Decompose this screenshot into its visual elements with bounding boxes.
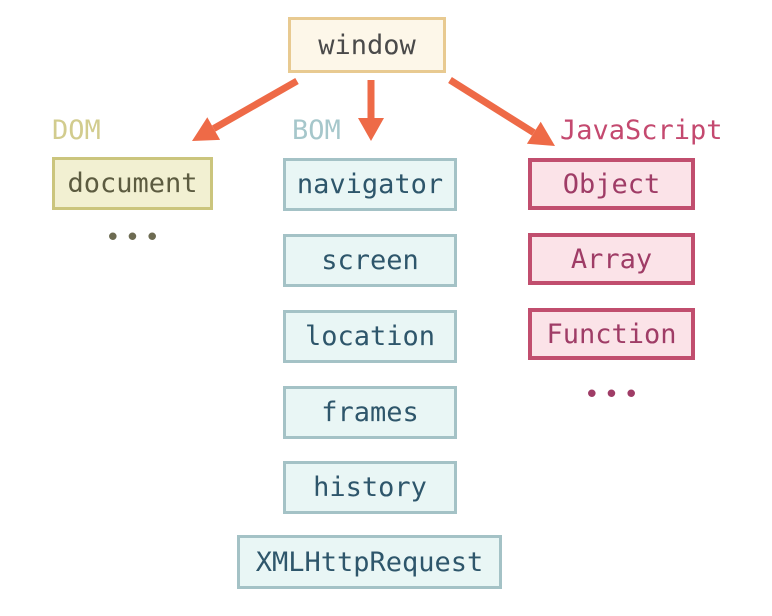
arrow-window-to-javascript bbox=[448, 77, 555, 146]
object-node: Object bbox=[528, 158, 695, 210]
document-node: document bbox=[52, 157, 213, 210]
history-node: history bbox=[283, 461, 457, 514]
arrow-window-to-dom bbox=[192, 77, 299, 141]
frames-node: frames bbox=[283, 386, 457, 439]
function-node: Function bbox=[528, 308, 695, 360]
navigator-node: navigator bbox=[283, 158, 457, 211]
bom-group-label: BOM bbox=[292, 115, 341, 146]
arrow-window-to-bom bbox=[358, 80, 384, 141]
javascript-group-label: JavaScript bbox=[560, 115, 723, 146]
dom-ellipsis: ••• bbox=[105, 223, 164, 253]
dom-group-label: DOM bbox=[52, 115, 101, 146]
location-node: location bbox=[283, 310, 457, 363]
javascript-ellipsis: ••• bbox=[584, 380, 643, 410]
xmlhttprequest-node: XMLHttpRequest bbox=[237, 535, 502, 589]
array-node: Array bbox=[528, 233, 695, 285]
window-node: window bbox=[288, 17, 446, 73]
screen-node: screen bbox=[283, 234, 457, 287]
